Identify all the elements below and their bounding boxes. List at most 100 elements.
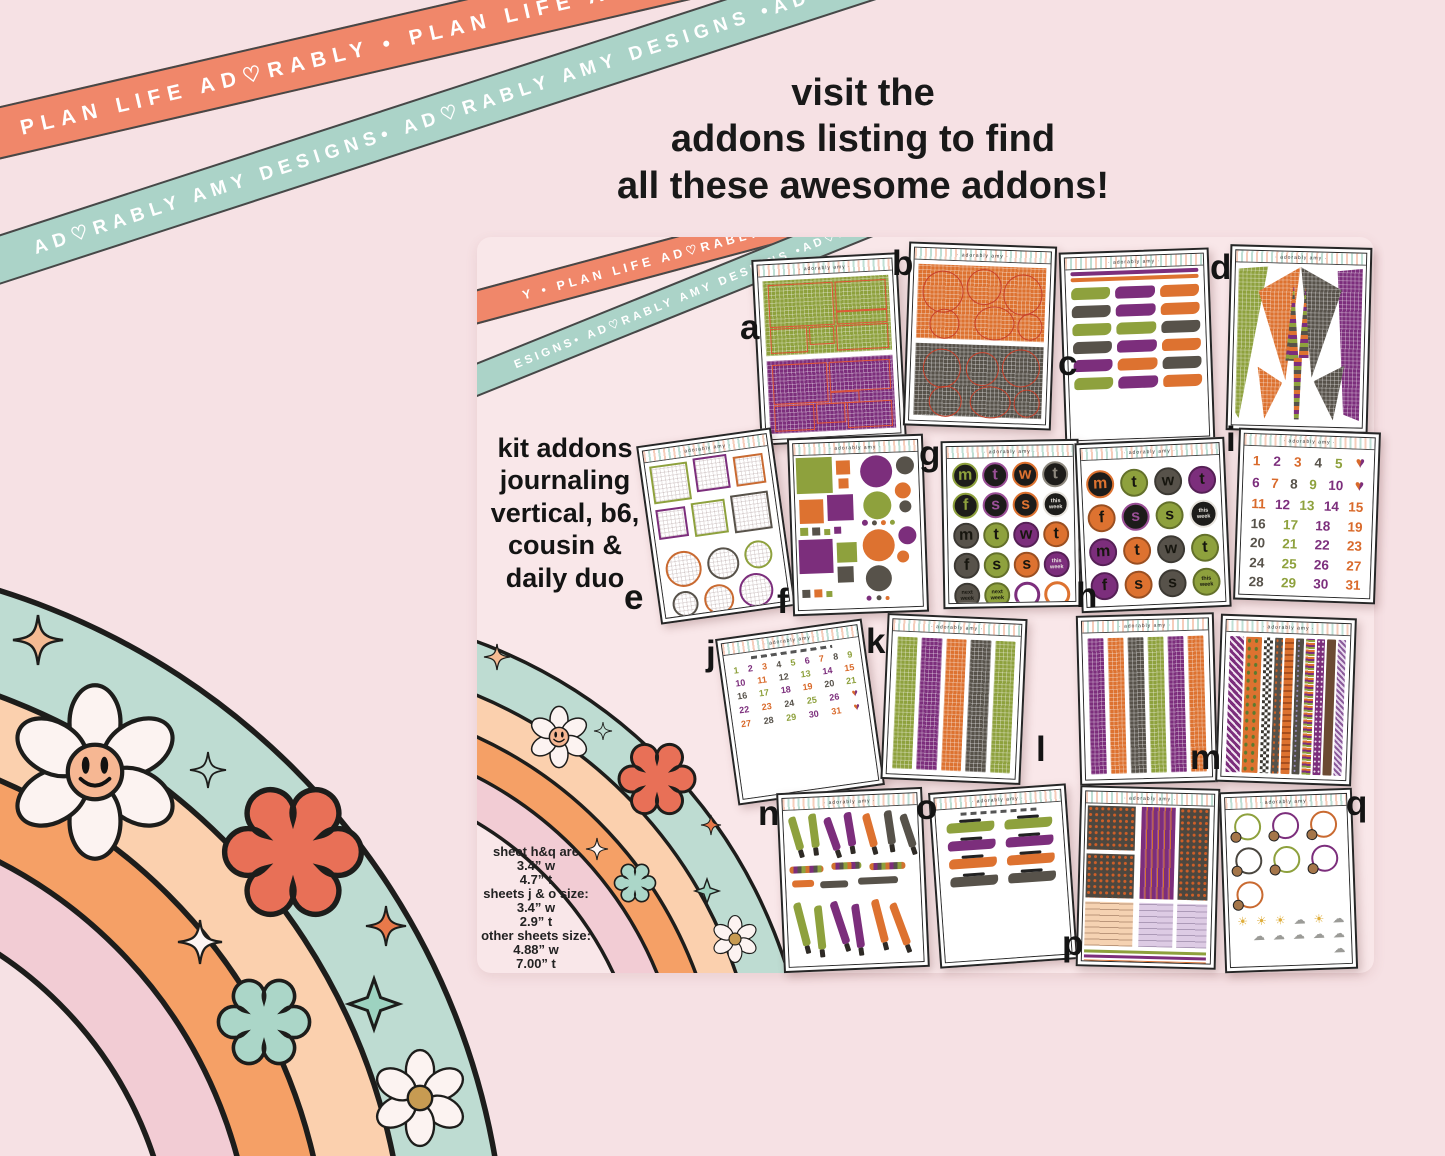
date-dot-sticker: t: [1187, 465, 1217, 495]
sheet-label-c: c: [1058, 344, 1078, 383]
scribble-sticker: [1160, 301, 1200, 316]
habit-circle-sticker: [1309, 810, 1338, 839]
date-dot-sticker: s: [1123, 570, 1154, 600]
sticker-sheet-n: · adorably amy ·: [776, 786, 930, 974]
weather-icon: ☁: [1312, 926, 1326, 942]
number-sticker: 27: [1345, 557, 1362, 574]
sticker-sheet-k: · adorably amy ·: [880, 613, 1028, 785]
number-sticker: 29: [1280, 575, 1297, 591]
weather-icon: ☀: [1237, 914, 1249, 929]
number-sticker: 5: [1334, 455, 1343, 471]
number-sticker: 2: [1273, 453, 1282, 469]
sheet-label-h: h: [1076, 576, 1098, 615]
strip-sticker: [891, 636, 919, 770]
number-sticker: 6: [804, 655, 811, 666]
daisy-icon: [370, 1048, 470, 1148]
number-sticker: 30: [1313, 576, 1329, 592]
number-sticker: 10: [734, 677, 747, 689]
sheet-label-p: p: [1062, 924, 1084, 963]
header-stroke-sticker: [1005, 834, 1054, 848]
sticker-sheet-e: · adorably amy ·: [636, 427, 796, 625]
date-dot-sticker: [1014, 581, 1041, 604]
habit-circle-sticker: [1233, 812, 1262, 841]
sticker-sheet-c: · adorably amy ·: [1058, 247, 1216, 447]
size-text-line: 4.7” t: [519, 872, 553, 887]
sticker-sheet-a: · adorably amy ·: [751, 252, 907, 446]
number-sticker: 16: [1250, 515, 1267, 532]
kit-text-line: journaling: [499, 465, 631, 496]
date-dot-sticker: t: [982, 522, 1010, 549]
number-sticker: 28: [1248, 574, 1264, 590]
weather-icon: ☁: [1252, 928, 1266, 944]
number-sticker: 10: [1328, 477, 1344, 494]
smiley-daisy-icon: [7, 685, 183, 858]
number-sticker: ♥: [853, 701, 861, 714]
sheet-label-f: f: [777, 582, 789, 621]
date-dot-sticker: [1044, 580, 1071, 604]
date-dot-sticker: w: [1156, 534, 1186, 564]
strip-sticker: [1107, 637, 1127, 774]
strip-sticker: [1127, 637, 1147, 774]
header-stroke-sticker: [1004, 816, 1053, 830]
number-sticker: 18: [1315, 517, 1331, 534]
number-sticker: 24: [1249, 554, 1265, 571]
kit-text-line: daily duo: [505, 562, 625, 593]
number-sticker: 15: [843, 662, 855, 674]
number-sticker: 5: [789, 657, 797, 668]
size-text-line: 7.00” t: [516, 956, 556, 971]
sheet-label-e: e: [624, 578, 644, 617]
date-dot-sticker: this week: [1043, 550, 1070, 578]
sticker-sheet-m: · adorably amy ·: [1215, 613, 1357, 787]
number-sticker: 15: [1348, 499, 1364, 515]
sheet-label-j: j: [706, 634, 716, 673]
number-sticker: 3: [761, 661, 768, 672]
number-sticker: 26: [1313, 556, 1330, 573]
washi-strip-sticker: [1241, 636, 1263, 774]
number-sticker: 17: [758, 687, 770, 699]
date-dot-sticker: s: [1013, 551, 1040, 578]
sparkle-icon: [11, 613, 65, 667]
weather-icon: ☁: [1292, 927, 1306, 942]
date-dot-sticker: t: [1041, 460, 1069, 488]
flower-icon: [613, 863, 657, 903]
scribble-sticker: [1072, 340, 1113, 355]
number-sticker: 7: [1270, 475, 1279, 491]
sheet-label-n: n: [758, 794, 780, 833]
date-dot-sticker: s: [1121, 502, 1151, 532]
sheet-label-b: b: [892, 244, 914, 283]
weather-icon: ☁: [1332, 911, 1345, 926]
header-stroke-sticker: [948, 856, 998, 870]
sheet-label-a: a: [740, 308, 760, 347]
scribble-sticker: [1162, 355, 1202, 370]
strip-sticker: [1147, 636, 1167, 773]
sticker-sheet-d: · adorably amy ·: [1225, 244, 1373, 434]
number-sticker: 30: [808, 707, 820, 720]
number-sticker: 28: [762, 714, 775, 726]
flower-icon: [617, 742, 697, 816]
strip-sticker: [1167, 636, 1187, 773]
number-sticker: 14: [1323, 498, 1340, 515]
number-sticker: 9: [1308, 477, 1318, 493]
size-text-line: 2.9” t: [519, 914, 553, 929]
star-icon: [694, 878, 720, 904]
number-sticker: 7: [818, 653, 825, 664]
number-sticker: ♥: [851, 687, 859, 700]
sparkle-icon: [176, 918, 224, 966]
sparkle-icon: [593, 721, 613, 741]
scribble-sticker: [1072, 322, 1112, 337]
flower-icon: [225, 790, 362, 915]
number-sticker: 8: [832, 651, 839, 662]
weather-icon: ☀: [1255, 913, 1268, 929]
number-sticker: 31: [1345, 577, 1361, 593]
scribble-sticker: [1117, 339, 1157, 353]
number-sticker: 12: [778, 671, 790, 683]
strip-sticker: [940, 638, 967, 772]
weather-icon: ☀: [1274, 913, 1286, 928]
weather-icon: ☁: [1333, 941, 1346, 956]
date-dot-sticker: m: [952, 522, 980, 550]
size-text-line: sheet h&q are: [493, 844, 579, 859]
date-dot-sticker: w: [1011, 461, 1039, 488]
